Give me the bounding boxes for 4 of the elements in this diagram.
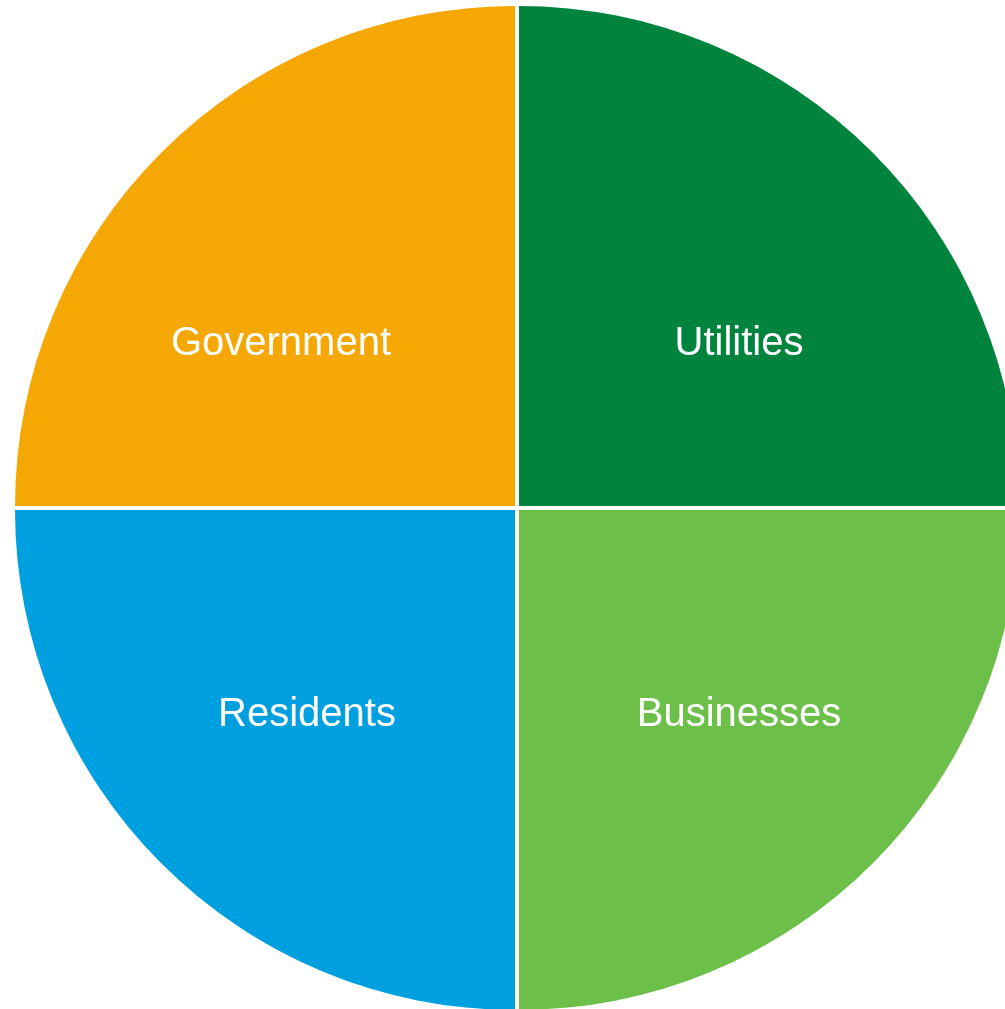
segment-label: Residents	[218, 690, 396, 734]
segment-label: Businesses	[636, 690, 842, 734]
segment-label: Government	[170, 319, 392, 363]
segment-label: Utilities	[674, 319, 804, 363]
